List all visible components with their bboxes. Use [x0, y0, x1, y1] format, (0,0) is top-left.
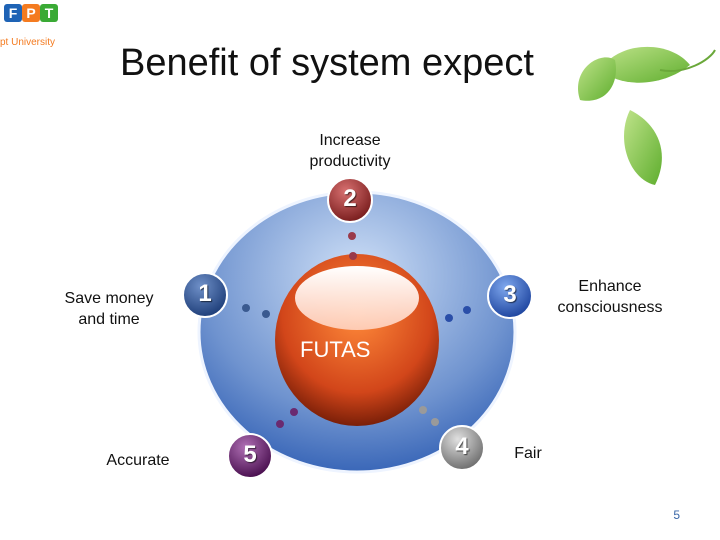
node-4-label: Fair — [514, 445, 542, 462]
node-1-label: Save money and time — [64, 290, 154, 328]
fpt-logo: F P T pt University — [0, 0, 64, 56]
connector-dots-2 — [348, 232, 357, 260]
node-3-label: Enhance consciousness — [557, 278, 663, 316]
node-1-circle — [182, 272, 228, 318]
node-2-number: 2 — [343, 185, 357, 212]
leaf-icon — [578, 57, 616, 101]
node-3-number: 3 — [503, 281, 517, 308]
connector-dots-1 — [242, 304, 270, 318]
connector-dots-5 — [276, 408, 298, 428]
node-1-number: 1 — [198, 280, 212, 307]
leaves-decoration — [578, 46, 716, 185]
leaf-icon — [624, 110, 662, 185]
node-5-circle — [227, 433, 273, 479]
node-4-number: 4 — [455, 433, 469, 460]
node-2-label: Increase productivity — [309, 132, 391, 170]
page-number: 5 — [673, 508, 680, 522]
center-label: FUTAS — [300, 337, 371, 362]
node-2-circle — [327, 177, 373, 223]
node-5-number: 5 — [243, 441, 257, 468]
connector-dots-3 — [445, 306, 471, 322]
logo-subtitle: pt University — [0, 37, 56, 48]
center-highlight — [295, 266, 419, 330]
connector-dots-4 — [419, 406, 439, 426]
node-3-circle — [487, 273, 533, 319]
logo-letter-t: T — [40, 4, 58, 22]
leaf-icon — [600, 46, 690, 83]
page-title: Benefit of system expect — [120, 42, 534, 84]
node-5-label: Accurate — [106, 452, 170, 469]
node-4-circle — [439, 425, 485, 471]
logo-letter-p: P — [22, 4, 40, 22]
logo-letter-f: F — [4, 4, 22, 22]
